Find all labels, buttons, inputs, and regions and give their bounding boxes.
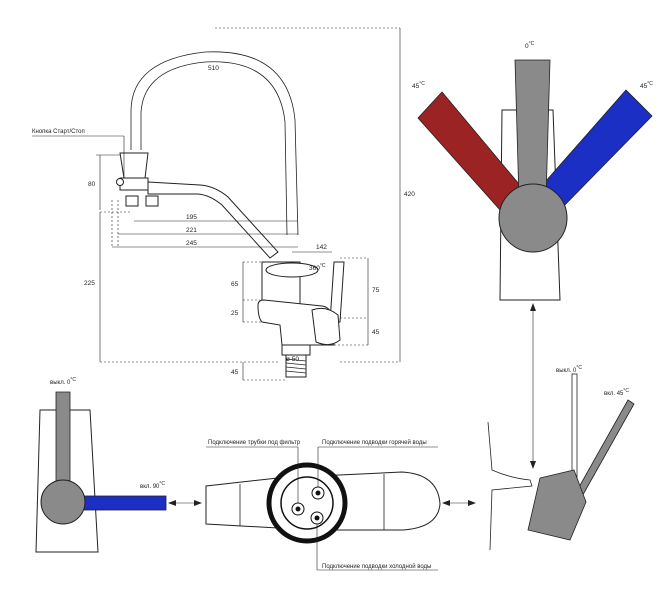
bc-inner-ring — [280, 476, 334, 530]
bottom-right-view: выкл. 0°C вкл. 45°C — [487, 365, 635, 551]
label-cold-conn: Подключение подводки холодной воды — [322, 563, 431, 570]
label-top-left-45: 45°C — [412, 81, 425, 90]
dim-65: 65 — [231, 281, 239, 288]
dim-245: 245 — [186, 240, 197, 247]
dim-195: 195 — [186, 214, 197, 221]
main-faucet-drawing: 420 225 80 510 195 221 245 142 360°C 65 … — [32, 27, 415, 381]
dim-80: 80 — [88, 181, 96, 188]
label-top-right-45: 45°C — [640, 81, 653, 90]
dim-360: 360°C — [309, 263, 326, 272]
dim-221: 221 — [186, 227, 197, 234]
dim-225: 225 — [84, 280, 95, 287]
dim-25: 25 — [231, 310, 239, 317]
bl-center-handle — [55, 391, 71, 489]
dim-45-right: 45 — [372, 329, 380, 336]
label-on-45: вкл. 45°C — [604, 388, 629, 397]
tr-knob — [498, 183, 568, 253]
label-filter-conn: Подключение трубки под фильтр — [208, 440, 301, 446]
bl-cold-handle — [81, 495, 167, 511]
dim-75: 75 — [372, 287, 380, 294]
dim-510: 510 — [208, 65, 219, 72]
center-handle — [514, 59, 551, 201]
start-stop-button — [116, 178, 124, 186]
filter-arm — [147, 181, 279, 259]
dim-45-thread: 45 — [231, 369, 239, 376]
label-hot-conn: Подключение подводки горячей воды — [322, 439, 427, 446]
br-body — [527, 469, 587, 541]
bl-knob — [40, 479, 86, 525]
bottom-left-view: выкл. 0°C вкл. 90°C — [35, 377, 202, 553]
dim-diameter: ø 50 — [286, 356, 299, 363]
base-flange — [281, 344, 311, 356]
label-top-zero: 0°C — [525, 41, 535, 50]
label-off-left: выкл. 0°C — [50, 377, 76, 386]
bottom-center-view: Подключение трубки под фильтр Подключени… — [205, 439, 476, 571]
label-off-right: выкл. 0°C — [556, 365, 582, 374]
label-start-stop: Кнопка Старт/Стоп — [32, 129, 85, 135]
dim-142: 142 — [316, 244, 327, 251]
dim-420: 420 — [404, 191, 415, 198]
on-lever — [573, 399, 635, 501]
top-right-view: 0°C 45°C 45°C — [412, 41, 653, 469]
lever — [329, 261, 345, 323]
off-lever — [571, 373, 578, 485]
label-on-90: вкл. 90°C — [140, 481, 165, 490]
